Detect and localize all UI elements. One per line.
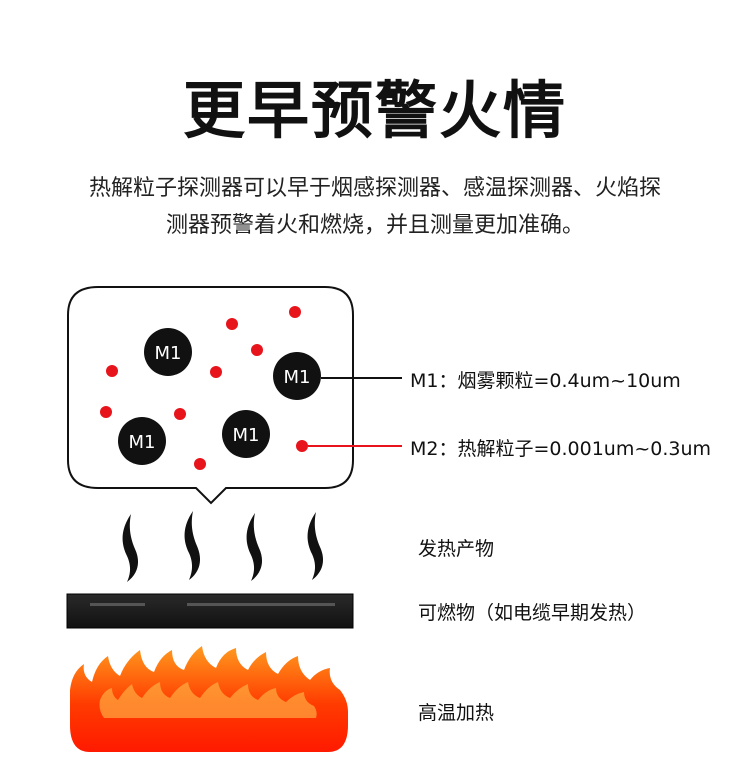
red-particle — [106, 365, 118, 377]
page-title: 更早预警火情 — [182, 74, 567, 147]
description-line-1: 热解粒子探测器可以早于烟感探测器、感温探测器、火焰探 — [88, 176, 661, 201]
red-particle — [296, 440, 308, 452]
dark-particle — [273, 352, 321, 400]
red-particle — [100, 406, 112, 418]
description-line-2: 测器预警着火和燃烧，并且测量更加准确。 — [165, 213, 584, 238]
description: 热解粒子探测器可以早于烟感探测器、感温探测器、火焰探 测器预警着火和燃烧，并且测… — [30, 170, 720, 244]
red-particles — [100, 306, 308, 470]
heating-label: 高温加热 — [418, 702, 495, 724]
red-particle — [210, 366, 222, 378]
flame-icon — [70, 646, 348, 752]
red-particle — [289, 306, 301, 318]
heat-wisp — [246, 513, 263, 581]
combustible-label: 可燃物（如电缆早期发热） — [418, 602, 647, 624]
heat-wisp — [307, 512, 324, 580]
dark-particle-label: M1 — [284, 367, 311, 388]
dark-particle — [118, 417, 166, 465]
dark-particle — [144, 328, 192, 376]
combustible-bar — [66, 593, 354, 629]
heat-products-label: 发热产物 — [418, 538, 495, 560]
dark-particle-label: M1 — [233, 425, 260, 446]
red-particle — [174, 408, 186, 420]
dark-particle-label: M1 — [129, 432, 156, 453]
dark-particle-label: M1 — [155, 343, 182, 364]
dark-particles: M1 M1 M1 M1 — [118, 328, 321, 465]
m2-label: M2：热解粒子=0.001um~0.3um — [410, 438, 712, 460]
red-particle — [226, 318, 238, 330]
red-particle — [251, 344, 263, 356]
heat-wisp — [184, 511, 201, 580]
red-particle — [194, 458, 206, 470]
heat-wisp — [122, 514, 139, 582]
heat-wisps — [122, 511, 324, 582]
dark-particle — [222, 410, 270, 458]
m1-label: M1：烟雾颗粒=0.4um~10um — [410, 370, 681, 392]
